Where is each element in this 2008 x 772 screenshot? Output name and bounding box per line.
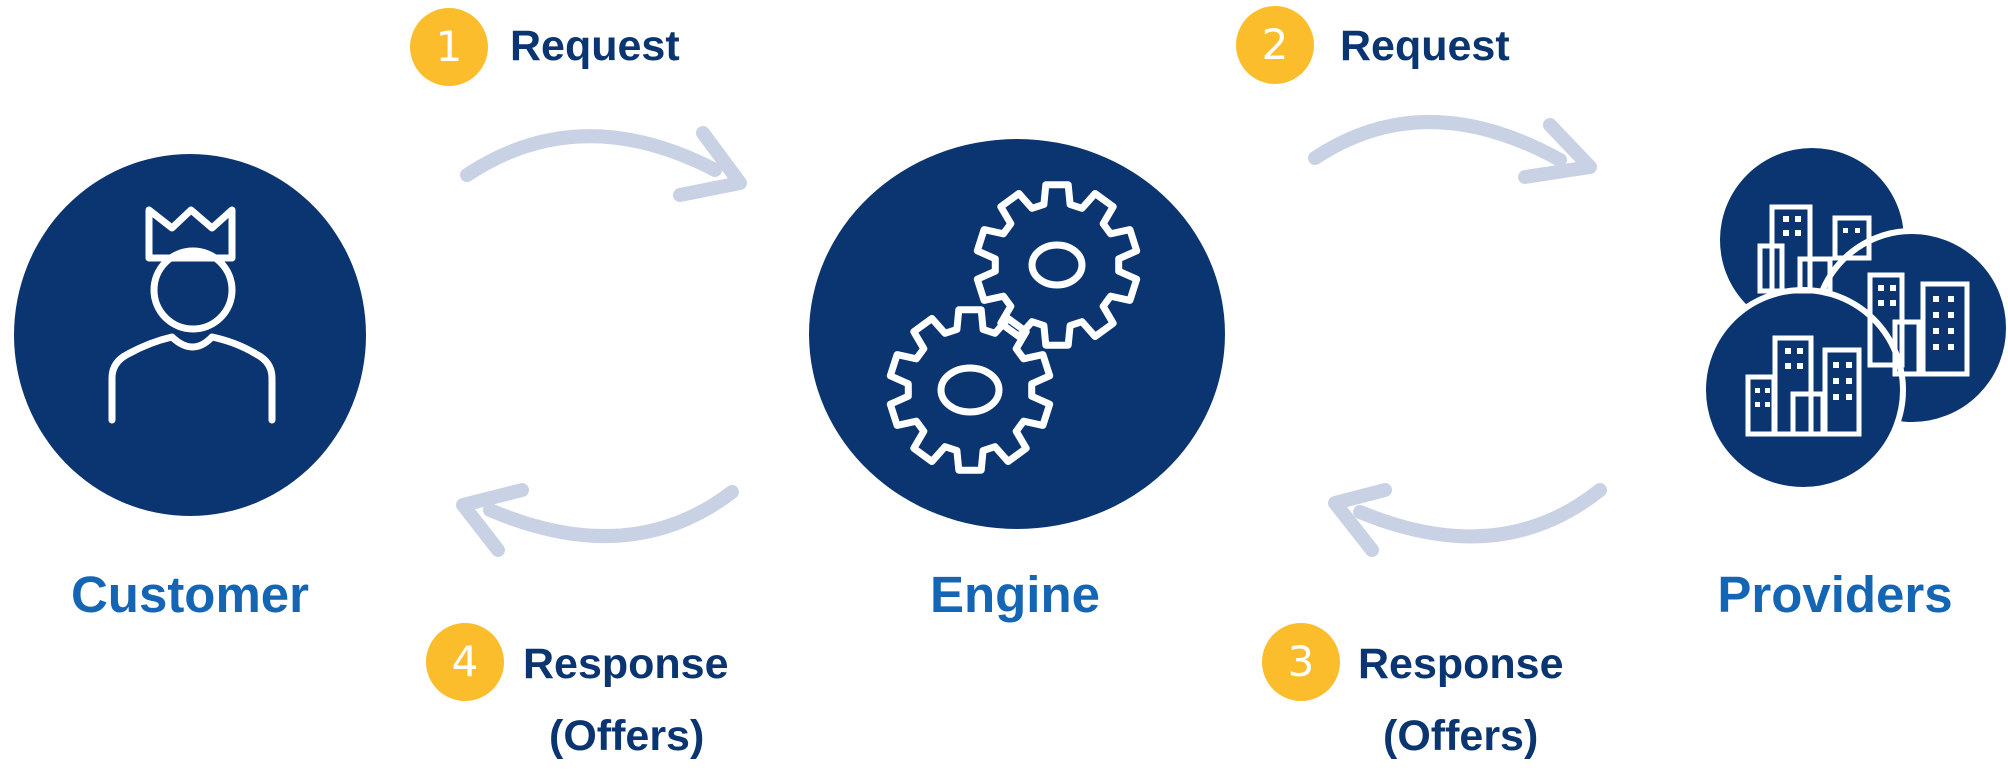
step-2-badge: 2 [1236, 6, 1314, 84]
building-windows [1755, 216, 1954, 407]
step-4-label: Response [523, 640, 729, 688]
arrow-engine-to-providers [1308, 115, 1597, 184]
gears-icon [886, 181, 1141, 474]
step-4-label-line2: (Offers) [549, 712, 705, 760]
step-1-label: Request [510, 22, 680, 70]
gear-outline [886, 306, 1054, 474]
arrow-customer-to-engine [460, 126, 747, 202]
step-3-label-line2: (Offers) [1383, 712, 1539, 760]
engine-node [809, 139, 1225, 529]
arrow-providers-to-engine [1328, 483, 1607, 557]
gear-hole [937, 364, 1003, 416]
gear-outline [973, 181, 1141, 349]
providers-node [1700, 148, 2008, 493]
step-2-label: Request [1340, 22, 1510, 70]
step-3-label: Response [1358, 640, 1564, 688]
gear-large-icon [973, 181, 1141, 349]
customer-node [14, 154, 366, 516]
customer-crown-icon [108, 206, 276, 424]
engine-label: Engine [929, 566, 1100, 623]
buildings-icon [1745, 204, 1970, 437]
step-4-badge: 4 [426, 623, 504, 701]
customer-label: Customer [70, 566, 310, 623]
arrow-engine-to-customer [456, 483, 739, 557]
providers-label: Providers [1717, 566, 1953, 623]
gear-small-icon [886, 306, 1054, 474]
step-1-badge: 1 [410, 8, 488, 86]
gear-hole [1028, 241, 1086, 289]
step-3-badge: 3 [1262, 623, 1340, 701]
